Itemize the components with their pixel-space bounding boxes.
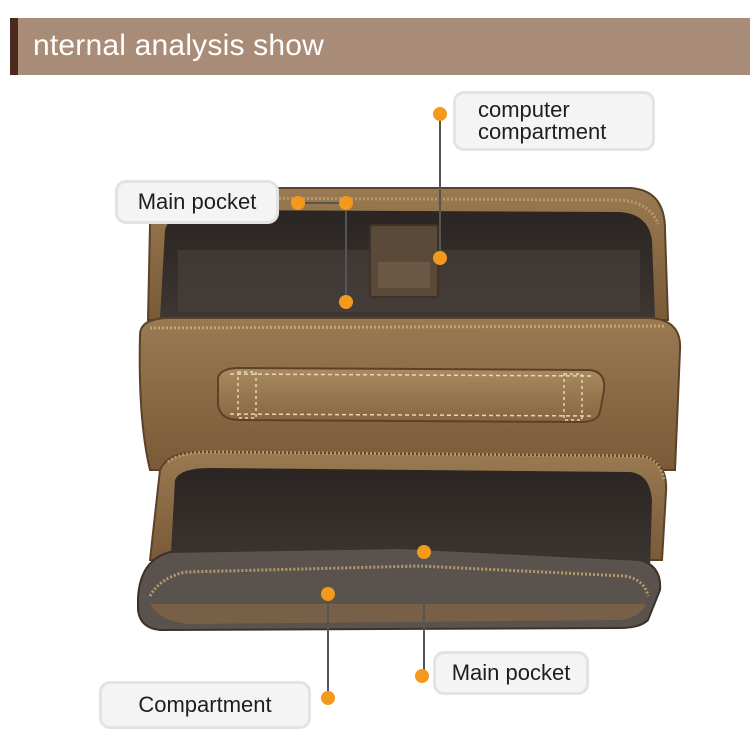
marker-dot-compartment-flap — [321, 587, 335, 601]
label-main-pocket-bottom: Main pocket — [436, 654, 586, 692]
marker-dot-computer-strap — [433, 251, 447, 265]
label-computer-line1: computer — [478, 97, 570, 122]
header-banner — [10, 18, 750, 75]
marker-dot-lower-pocket — [417, 545, 431, 559]
label-computer-line2: compartment — [478, 119, 607, 144]
label-compartment: Compartment — [102, 684, 308, 726]
marker-dot-computer-top — [433, 107, 447, 121]
label-computer-compartment: computer compartment — [456, 94, 652, 148]
marker-dot-main-pocket-right — [339, 196, 353, 210]
marker-dot-compartment-label — [321, 691, 335, 705]
marker-dot-lower-pocket-label — [415, 669, 429, 683]
marker-dot-main-pocket-left — [291, 196, 305, 210]
header-accent-bar — [10, 18, 18, 75]
marker-dot-main-pocket-inner — [339, 295, 353, 309]
label-main-pocket-top: Main pocket — [118, 183, 276, 221]
header-title: nternal analysis show — [33, 29, 325, 62]
